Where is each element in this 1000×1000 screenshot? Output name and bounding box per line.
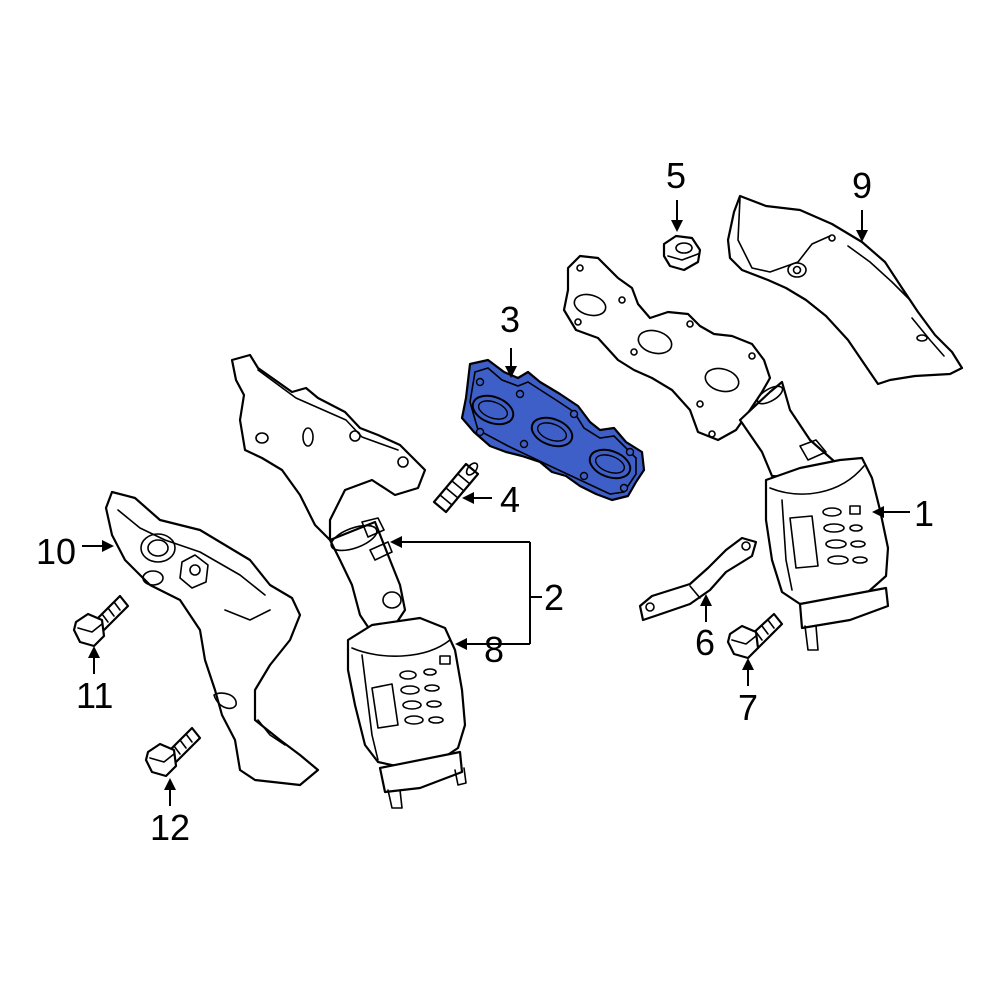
callout-12: 12 <box>150 807 190 848</box>
bracket-part[interactable] <box>638 536 758 622</box>
manifold-converter-right-part[interactable] <box>562 254 890 651</box>
callout-5: 5 <box>666 155 686 196</box>
leader-lines <box>82 200 910 806</box>
callout-11: 11 <box>76 675 113 716</box>
bolt-part-12[interactable] <box>144 726 202 778</box>
callout-7: 7 <box>738 687 758 728</box>
heat-shield-left-part[interactable] <box>104 490 320 787</box>
exhaust-manifold-gasket-part[interactable] <box>460 358 646 502</box>
callout-8: 8 <box>484 629 504 670</box>
callout-labels: 1 2 3 4 5 6 7 8 9 10 11 12 <box>36 155 934 848</box>
callout-6: 6 <box>695 622 715 663</box>
heat-shield-right-part[interactable] <box>726 194 964 386</box>
callout-3: 3 <box>500 299 520 340</box>
stud-part[interactable] <box>432 461 480 514</box>
callout-9: 9 <box>852 165 872 206</box>
nut-part[interactable] <box>662 234 702 272</box>
manifold-converter-left-part[interactable] <box>230 353 467 809</box>
callout-10: 10 <box>36 531 76 572</box>
bolt-part-11[interactable] <box>72 594 130 648</box>
callout-1: 1 <box>914 493 934 534</box>
callout-4: 4 <box>500 479 520 520</box>
callout-2: 2 <box>544 577 564 618</box>
bolt-part-7[interactable] <box>726 612 784 660</box>
